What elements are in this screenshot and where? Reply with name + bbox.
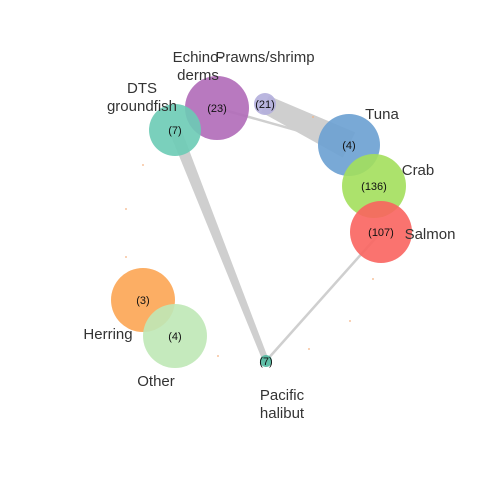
node-count-dts: (7) — [168, 125, 181, 137]
node-circle-dts[interactable] — [149, 104, 201, 156]
stray-dot-6 — [308, 348, 310, 350]
node-count-crab: (136) — [361, 181, 387, 193]
node-count-prawns: (21) — [255, 99, 275, 111]
node-count-other: (4) — [168, 331, 181, 343]
node-label-herring: Herring — [83, 326, 132, 343]
node-other[interactable]: (4) — [143, 304, 207, 368]
node-count-tuna: (4) — [342, 140, 355, 152]
node-circle-crab[interactable] — [342, 154, 406, 218]
stray-dot-3 — [349, 320, 351, 322]
node-circle-prawns[interactable] — [254, 93, 276, 115]
node-count-halibut: (7) — [259, 356, 272, 368]
node-echinoderms[interactable]: (23) — [185, 76, 249, 140]
node-circle-halibut[interactable] — [260, 355, 272, 367]
node-circle-echinoderms[interactable] — [185, 76, 249, 140]
node-prawns[interactable]: (21) — [254, 93, 276, 115]
stray-dot-0 — [142, 164, 144, 166]
node-label-salmon: Salmon — [405, 226, 456, 243]
nodes-layer: (23) (21) (7) (4) (136) (107) (3) (4) (7) — [111, 76, 412, 368]
node-label-line: Pacific — [260, 387, 305, 404]
stray-dots-layer — [125, 116, 374, 357]
stray-dot-4 — [372, 278, 374, 280]
node-count-herring: (3) — [136, 295, 149, 307]
node-halibut[interactable]: (7) — [259, 355, 273, 368]
node-crab[interactable]: (136) — [342, 154, 406, 218]
node-label-line: Crab — [402, 162, 435, 179]
node-count-echinoderms: (23) — [207, 103, 227, 115]
node-label-echinoderms: Echino-derms — [173, 49, 224, 84]
node-label-line: Herring — [83, 326, 132, 343]
node-label-line: Prawns/shrimp — [215, 49, 314, 66]
node-label-line: DTS — [127, 80, 157, 97]
node-label-tuna: Tuna — [365, 106, 399, 123]
stray-dot-5 — [217, 355, 219, 357]
node-label-crab: Crab — [402, 162, 435, 179]
node-count-salmon: (107) — [368, 227, 394, 239]
stray-dot-2 — [125, 256, 127, 258]
node-label-line: Salmon — [405, 226, 456, 243]
node-label-other: Other — [137, 373, 175, 390]
node-dts[interactable]: (7) — [149, 104, 201, 156]
link-dts-halibut — [169, 127, 269, 363]
node-circle-other[interactable] — [143, 304, 207, 368]
node-label-line: Tuna — [365, 106, 399, 123]
stray-dot-1 — [125, 208, 127, 210]
stray-dot-7 — [312, 116, 314, 118]
node-label-prawns: Prawns/shrimp — [215, 49, 314, 66]
node-label-line: Echino- — [173, 49, 224, 66]
node-circle-salmon[interactable] — [350, 201, 412, 263]
node-label-line: groundfish — [107, 98, 177, 115]
node-label-line: Other — [137, 373, 175, 390]
node-label-line: derms — [177, 67, 219, 84]
node-label-line: halibut — [260, 405, 305, 422]
node-salmon[interactable]: (107) — [350, 201, 412, 263]
